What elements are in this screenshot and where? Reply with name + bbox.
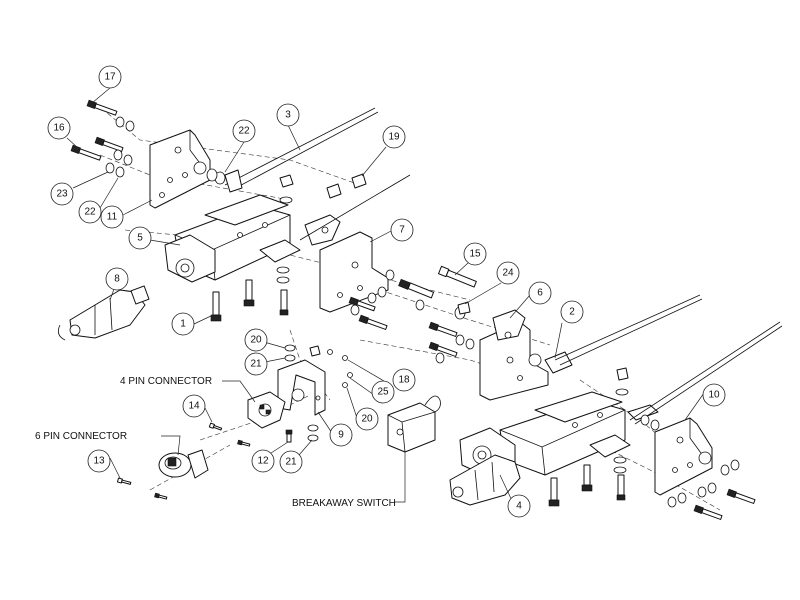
tow-pin-assembly-right [449, 454, 521, 506]
breakaway-switch-part [387, 395, 441, 453]
callout-number: 16 [53, 123, 65, 134]
right-side-plate [627, 404, 713, 496]
callout-10: 10 [702, 383, 726, 407]
callout-number: 22 [238, 126, 250, 137]
left-arm-assembly [164, 194, 301, 283]
washers-and-nuts [105, 116, 740, 508]
callout-2: 2 [560, 300, 584, 324]
callout-17: 17 [98, 65, 122, 89]
callout-number: 4 [516, 501, 522, 512]
callout-number: 24 [502, 268, 514, 279]
callout-4: 4 [507, 494, 531, 518]
callout-19: 19 [382, 125, 406, 149]
callout-number: 5 [137, 233, 143, 244]
callout-number: 3 [285, 110, 291, 121]
right-bracket [479, 309, 573, 401]
callout-number: 20 [250, 335, 262, 346]
callout-6: 6 [528, 281, 552, 305]
callout-number: 7 [399, 225, 405, 236]
label-breakaway-switch: BREAKAWAY SWITCH [292, 498, 396, 509]
callout-number: 20 [361, 414, 373, 425]
callout-number: 8 [114, 274, 120, 285]
callout-20-lower: 20 [355, 407, 379, 431]
left-side-plate [149, 129, 211, 209]
callout-number: 19 [388, 132, 400, 143]
callout-1: 1 [171, 312, 195, 336]
callout-number: 15 [469, 249, 481, 260]
callout-number: 18 [398, 375, 410, 386]
callout-21-upper: 21 [244, 352, 268, 376]
callout-number: 9 [338, 430, 344, 441]
label-4-pin-connector: 4 PIN CONNECTOR [120, 376, 212, 387]
six-pin-connector [158, 449, 209, 479]
bolts [70, 99, 756, 520]
label-6-pin-connector: 6 PIN CONNECTOR [35, 431, 127, 442]
callout-22-left: 22 [78, 200, 102, 224]
callout-7: 7 [390, 218, 414, 242]
callout-number: 25 [377, 387, 389, 398]
callout-number: 21 [250, 359, 262, 370]
callout-number: 2 [569, 307, 575, 318]
callout-15: 15 [463, 242, 487, 266]
callout-23: 23 [50, 182, 74, 206]
connector-bracket [277, 359, 326, 416]
callout-number: 23 [56, 189, 68, 200]
safety-cables [224, 107, 783, 425]
left-bracket [304, 214, 389, 313]
callout-22-top: 22 [232, 119, 256, 143]
callout-14: 14 [182, 394, 206, 418]
callout-11: 11 [100, 205, 124, 229]
callout-number: 1 [180, 319, 186, 330]
callout-3: 3 [276, 103, 300, 127]
callout-13: 13 [87, 449, 111, 473]
callout-number: 17 [104, 72, 116, 83]
callout-number: 14 [188, 401, 200, 412]
callout-16: 16 [47, 116, 71, 140]
callout-8: 8 [105, 267, 129, 291]
callout-number: 11 [107, 212, 118, 223]
callout-5: 5 [128, 226, 152, 250]
callout-24: 24 [496, 261, 520, 285]
four-pin-connector [247, 391, 286, 429]
tow-pin-assembly-left [57, 285, 150, 341]
callout-number: 12 [257, 456, 269, 467]
callout-number: 6 [537, 288, 543, 299]
callout-number: 22 [84, 207, 96, 218]
callout-21-lower: 21 [279, 450, 303, 474]
callout-9: 9 [329, 423, 353, 447]
callout-number: 10 [708, 390, 720, 401]
callout-number: 21 [285, 457, 297, 468]
callout-number: 13 [93, 456, 105, 467]
callout-18: 18 [392, 368, 416, 392]
callout-12: 12 [251, 449, 275, 473]
callout-25: 25 [371, 380, 395, 404]
callout-20-upper: 20 [244, 328, 268, 352]
